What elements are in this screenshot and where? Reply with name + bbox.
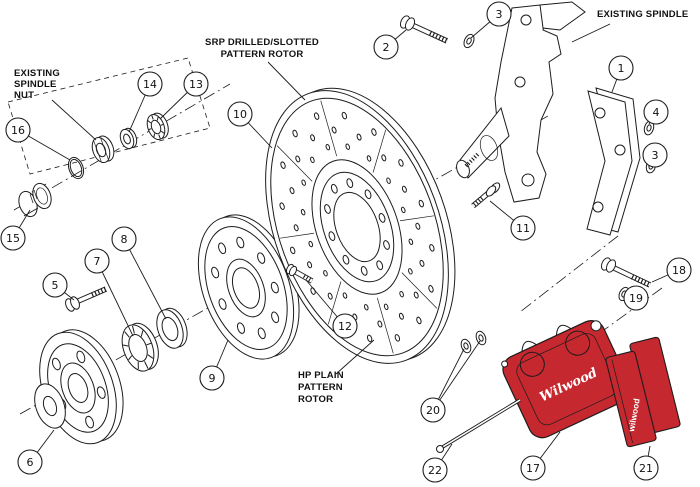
svg-text:PATTERN: PATTERN: [298, 382, 343, 393]
callout-21: 21: [634, 446, 658, 480]
svg-text:3: 3: [496, 8, 503, 21]
svg-text:16: 16: [11, 124, 25, 137]
callout-22: 22: [423, 444, 452, 482]
svg-text:EXISTING: EXISTING: [14, 68, 60, 79]
svg-text:19: 19: [629, 292, 643, 305]
svg-text:7: 7: [94, 255, 101, 268]
dust-cap: [16, 181, 55, 219]
svg-text:ROTOR: ROTOR: [298, 394, 333, 405]
svg-text:NUT: NUT: [14, 90, 34, 101]
rotor: [231, 63, 489, 389]
callouts: 2 3 1 4 3 14 13 16 10 15 11 5 7 8 12 9 6…: [1, 2, 691, 482]
callout-8: 8: [112, 227, 166, 319]
svg-text:HP PLAIN: HP PLAIN: [298, 370, 344, 381]
bearing-rollers: [144, 113, 167, 142]
svg-text:SRP DRILLED/SLOTTED: SRP DRILLED/SLOTTED: [205, 37, 319, 48]
svg-text:PATTERN ROTOR: PATTERN ROTOR: [221, 49, 304, 60]
callout-10: 10: [228, 102, 272, 148]
svg-text:1: 1: [618, 62, 625, 75]
spindle-arm: [540, 2, 585, 30]
rotor-hat: [180, 202, 317, 372]
callout-14: 14: [129, 72, 162, 132]
rotor-bolt-holes: [313, 172, 401, 283]
outer-bearing: [144, 111, 172, 142]
spindle-washer: [118, 126, 139, 150]
crossover-tube: [553, 322, 570, 335]
svg-text:4: 4: [653, 106, 660, 119]
bolt-11: [473, 181, 502, 206]
caliper-bracket: [587, 88, 640, 235]
pad-retaining-pin: [437, 400, 521, 453]
callout-3-top: 3: [471, 2, 511, 38]
callout-9: 9: [200, 340, 228, 390]
svg-text:21: 21: [639, 462, 653, 475]
bolt-5: [64, 289, 106, 313]
callout-15: 15: [1, 210, 30, 250]
caliper: Wilwood: [495, 310, 635, 443]
crossover-tube: [519, 338, 536, 351]
rotor-drilled-holes: [279, 127, 435, 327]
caliper-lug-hole: [589, 319, 602, 332]
bleed-screw: [501, 360, 509, 368]
bolt-12: [285, 263, 312, 281]
svg-text:EXISTING SPINDLE: EXISTING SPINDLE: [597, 9, 688, 20]
spindle-stub-axle: [460, 108, 509, 178]
rotor-slots: [241, 78, 474, 376]
svg-text:5: 5: [52, 279, 59, 292]
svg-text:6: 6: [27, 456, 34, 469]
svg-text:10: 10: [233, 108, 247, 121]
svg-text:14: 14: [143, 78, 157, 91]
brake-pads: wilwood: [605, 337, 680, 448]
callout-4: 4: [644, 100, 668, 124]
svg-text:3: 3: [652, 149, 659, 162]
svg-text:11: 11: [516, 222, 530, 235]
callout-11: 11: [490, 201, 535, 240]
callout-2: 2: [374, 30, 406, 59]
svg-text:15: 15: [6, 232, 20, 245]
washer-4: [643, 120, 655, 136]
svg-text:SPINDLE: SPINDLE: [14, 79, 57, 90]
svg-text:13: 13: [189, 78, 203, 91]
dashed-group-box: [8, 58, 210, 174]
svg-text:17: 17: [526, 462, 540, 475]
bolt-18: [600, 256, 650, 285]
inner-bearing: [116, 319, 164, 376]
callout-6: 6: [18, 430, 54, 474]
callout-18: 18: [652, 258, 691, 282]
text-labels: EXISTING SPINDLE NUT SRP DRILLED/SLOTTED…: [14, 9, 688, 405]
callout-16: 16: [6, 118, 70, 160]
callout-17: 17: [521, 432, 560, 480]
label-existing-spindle: EXISTING SPINDLE: [572, 9, 688, 42]
bearing-race: [152, 305, 192, 352]
callout-12: 12: [306, 280, 357, 338]
brake-pad-front: [605, 351, 656, 448]
bolt-2: [399, 14, 447, 41]
label-hp-rotor: HP PLAIN PATTERN ROTOR: [298, 340, 374, 405]
callout-19: 19: [624, 286, 648, 310]
svg-text:22: 22: [428, 464, 442, 477]
label-existing-spindle-nut: EXISTING SPINDLE NUT: [14, 68, 96, 140]
svg-text:8: 8: [121, 233, 128, 246]
svg-text:18: 18: [672, 264, 686, 277]
spindle: [454, 2, 585, 202]
bearing-rollers: [118, 322, 159, 374]
callout-13: 13: [160, 72, 208, 119]
spindle-nut: [89, 134, 117, 165]
o-ring: [66, 155, 87, 180]
hub: [25, 319, 137, 454]
hat-bolt-holes: [200, 230, 293, 349]
svg-text:12: 12: [338, 320, 352, 333]
callout-7: 7: [85, 249, 133, 336]
svg-text:2: 2: [383, 41, 390, 54]
svg-text:20: 20: [426, 404, 440, 417]
callout-3-right: 3: [643, 143, 667, 167]
label-srp-rotor: SRP DRILLED/SLOTTED PATTERN ROTOR: [205, 37, 319, 100]
callout-1: 1: [609, 56, 633, 92]
callout-20: 20: [421, 341, 480, 422]
svg-text:9: 9: [209, 372, 216, 385]
washers-20: [459, 330, 487, 354]
callout-5: 5: [43, 273, 74, 300]
